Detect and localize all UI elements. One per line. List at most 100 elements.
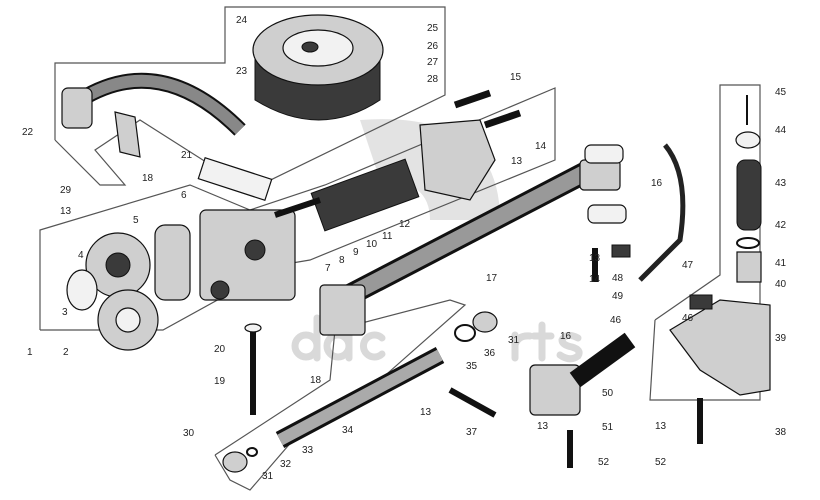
callout-15: 15: [510, 72, 522, 83]
element-43: [736, 159, 762, 231]
callout-21: 21: [181, 150, 193, 161]
ring-36: [454, 324, 476, 342]
callout-24: 24: [236, 15, 248, 26]
gasket-18: [114, 111, 141, 158]
callout-13: 13: [537, 421, 549, 432]
cover-3: [66, 269, 98, 311]
callout-45: 45: [775, 87, 787, 98]
flange-18: [319, 284, 366, 336]
bracket-5: [154, 224, 191, 301]
bolt-15: [453, 89, 492, 109]
callout-23: 23: [236, 66, 248, 77]
callout-8: 8: [339, 255, 345, 266]
callout-46: 46: [610, 315, 622, 326]
callout-13: 13: [589, 253, 601, 264]
callout-10: 10: [366, 239, 378, 250]
callout-27: 27: [427, 57, 439, 68]
callout-5: 5: [133, 215, 139, 226]
spring-41: [736, 251, 762, 283]
callout-30: 30: [183, 428, 195, 439]
callout-16: 16: [560, 331, 572, 342]
callout-13: 13: [655, 421, 667, 432]
bolt-14: [483, 109, 522, 129]
callout-labels: 2425262728232221182913651514131211109871…: [22, 15, 787, 482]
callout-4: 4: [78, 250, 84, 261]
callout-52: 52: [598, 457, 610, 468]
fitting-46: [689, 294, 713, 310]
bolt-7: [274, 197, 321, 218]
gasket-16b: [587, 204, 627, 224]
callout-31: 31: [508, 335, 520, 346]
callout-26: 26: [427, 41, 439, 52]
callout-43: 43: [775, 178, 787, 189]
callout-14: 14: [589, 274, 601, 285]
callout-49: 49: [612, 291, 624, 302]
plug-31b: [222, 451, 248, 473]
housing-39: [669, 299, 771, 396]
callout-13: 13: [420, 407, 432, 418]
callout-39: 39: [775, 333, 787, 344]
callout-42: 42: [775, 220, 787, 231]
callout-38: 38: [775, 427, 787, 438]
callout-32: 32: [280, 459, 292, 470]
gasket-16a: [584, 144, 624, 164]
callout-34: 34: [342, 425, 354, 436]
pump-cover-12: [419, 119, 496, 201]
tube-50: [569, 332, 636, 388]
pump-body: [199, 209, 296, 301]
ring-42: [736, 237, 760, 249]
group-frame-air-filter: [54, 6, 446, 191]
callout-6: 6: [181, 190, 187, 201]
callout-19: 19: [214, 376, 226, 387]
callout-14: 14: [535, 141, 547, 152]
callout-28: 28: [427, 74, 439, 85]
callout-52: 52: [655, 457, 667, 468]
callout-1: 1: [27, 347, 33, 358]
callout-47: 47: [682, 260, 694, 271]
callout-51: 51: [602, 422, 614, 433]
callout-29: 29: [60, 185, 72, 196]
callout-50: 50: [602, 388, 614, 399]
callout-36: 36: [484, 348, 496, 359]
pipe-flange: [61, 87, 93, 129]
callout-41: 41: [775, 258, 787, 269]
flange-16: [579, 159, 621, 191]
callout-3: 3: [62, 307, 68, 318]
oil-line-47: [638, 143, 686, 282]
callout-31: 31: [262, 471, 274, 482]
callout-12: 12: [399, 219, 411, 230]
pump-gears: [310, 158, 420, 232]
callout-11: 11: [382, 231, 393, 242]
callout-18: 18: [310, 375, 322, 386]
callout-13: 13: [60, 206, 72, 217]
callout-13: 13: [511, 156, 523, 167]
callout-16: 16: [651, 178, 663, 189]
group-frame-valve: [214, 299, 467, 491]
air-filter: [252, 14, 384, 121]
group-frame-filter-housing: [649, 84, 761, 401]
callout-2: 2: [63, 347, 69, 358]
callout-40: 40: [775, 279, 787, 290]
callout-20: 20: [214, 344, 226, 355]
callout-33: 33: [302, 445, 314, 456]
callout-35: 35: [466, 361, 478, 372]
callout-25: 25: [427, 23, 439, 34]
cap-44: [735, 131, 761, 149]
washer-20: [244, 323, 262, 333]
plug-31: [472, 311, 498, 333]
washer-32: [246, 447, 258, 457]
fitting-48: [611, 244, 631, 258]
callout-37: 37: [466, 427, 478, 438]
callout-17: 17: [486, 273, 498, 284]
callout-7: 7: [325, 263, 331, 274]
callout-48: 48: [612, 273, 624, 284]
plate-21: [197, 156, 273, 202]
callout-22: 22: [22, 127, 34, 138]
callout-18: 18: [142, 173, 154, 184]
bolt-37: [448, 387, 497, 418]
callout-9: 9: [353, 247, 359, 258]
callout-44: 44: [775, 125, 787, 136]
flange-51: [529, 364, 581, 416]
